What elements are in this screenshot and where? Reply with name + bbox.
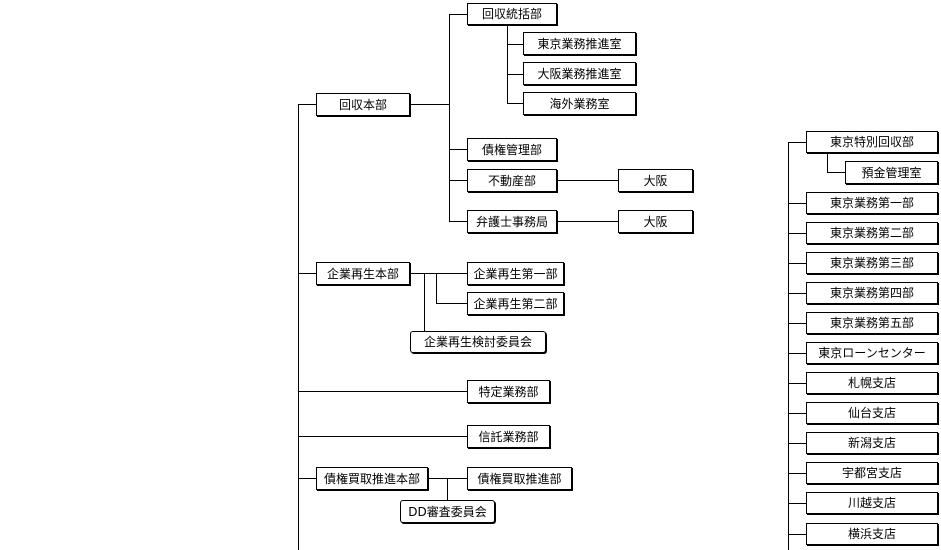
node-tokyo-gyomu-dai2-bu: 東京業務第二部 <box>806 222 938 244</box>
node-kaishu-honbu: 回収本部 <box>316 93 410 116</box>
node-saiken-kaitori-suishin-honbu: 債権買取推進本部 <box>316 467 428 490</box>
node-saiken-kanri-bu: 債権管理部 <box>467 138 557 161</box>
node-tokyo-tokubetsu-kaishu-bu: 東京特別回収部 <box>806 131 938 153</box>
node-kigyo-saisei-honbu: 企業再生本部 <box>316 262 410 285</box>
node-tokyo-gyomu-dai5-bu: 東京業務第五部 <box>806 312 938 334</box>
node-fudosan-osaka: 大阪 <box>618 169 693 192</box>
node-osaka-gyomu-suishin-shitsu: 大阪業務推進室 <box>523 62 636 85</box>
node-bengoshi-osaka: 大阪 <box>618 210 693 233</box>
node-yokohama-branch: 横浜支店 <box>806 523 938 545</box>
node-niigata-branch: 新潟支店 <box>806 432 938 454</box>
node-kigyo-saisei-kento-iinkai: 企業再生検討委員会 <box>410 331 546 353</box>
node-kigyo-saisei-dai1-bu: 企業再生第一部 <box>467 262 564 285</box>
node-kaishu-tokatsu-bu: 回収統括部 <box>467 3 557 25</box>
node-tokyo-loan-center: 東京ローンセンター <box>806 342 938 364</box>
node-tokyo-gyomu-suishin-shitsu: 東京業務推進室 <box>523 32 636 55</box>
node-utsunomiya-branch: 宇都宮支店 <box>806 462 938 484</box>
node-sendai-branch: 仙台支店 <box>806 402 938 424</box>
node-kaigai-gyomu-shitsu: 海外業務室 <box>523 92 636 115</box>
node-yokin-kanri-shitsu: 預金管理室 <box>845 161 938 184</box>
node-fudosan-bu: 不動産部 <box>467 169 557 192</box>
node-tokyo-gyomu-dai4-bu: 東京業務第四部 <box>806 282 938 304</box>
node-saiken-kaitori-suishin-bu: 債権買取推進部 <box>467 467 572 490</box>
node-kawagoe-branch: 川越支店 <box>806 492 938 514</box>
node-sapporo-branch: 札幌支店 <box>806 372 938 394</box>
node-kigyo-saisei-dai2-bu: 企業再生第二部 <box>467 292 564 315</box>
node-tokyo-gyomu-dai3-bu: 東京業務第三部 <box>806 252 938 274</box>
node-dd-shinsa-iinkai: DD審査委員会 <box>400 500 495 523</box>
node-tokyo-gyomu-dai1-bu: 東京業務第一部 <box>806 192 938 214</box>
node-tokutei-gyomu-bu: 特定業務部 <box>467 380 550 403</box>
node-shintaku-gyomu-bu: 信託業務部 <box>467 425 550 448</box>
node-bengoshi-jimukyoku: 弁護士事務局 <box>467 210 557 233</box>
